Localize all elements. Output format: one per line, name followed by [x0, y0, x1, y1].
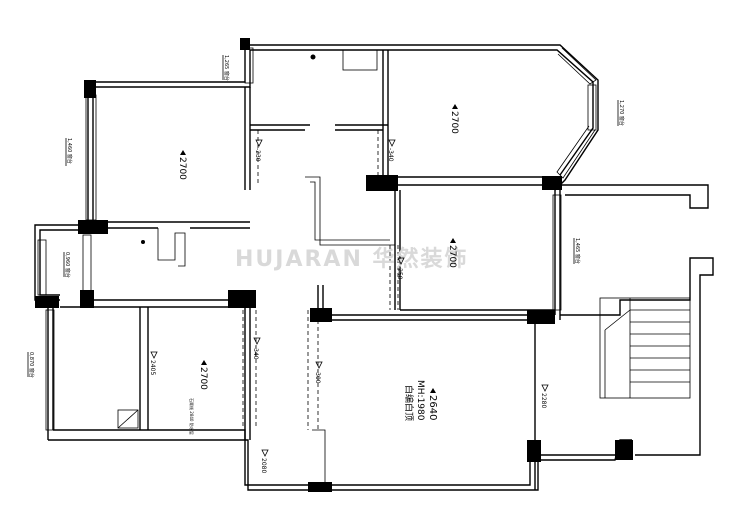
beam-mark-6: 2405 [149, 360, 156, 375]
window-mark-bottom-left: 0,870 窗台 [28, 352, 35, 378]
watermark: HUJARAN 华然装饰 [235, 246, 469, 272]
beam-mark-8: 2080 [260, 458, 267, 473]
ceiling-height-middle-right: 2700 [447, 245, 457, 268]
window-mark-top: 1,265 窗台 [223, 55, 230, 81]
beam-mark-2: -340 [387, 148, 394, 162]
ceiling-height-top-right: 2700 [449, 111, 459, 134]
stairs [599, 297, 691, 399]
window-mark-right-mid: 1,465 窗台 [574, 238, 581, 264]
ceiling-height-bottom-left: 2700 [198, 367, 208, 390]
level-marker-icon [452, 104, 458, 109]
level-marker-icon [201, 360, 207, 365]
level-marker-icon [450, 238, 456, 243]
ceiling-height-top-left: 2700 [177, 157, 187, 180]
beam-lines [242, 130, 399, 430]
small-note: 石膏线 2840 防水层 [189, 398, 195, 435]
living-ceiling-note: 白编白顶 [403, 385, 415, 421]
beam-marks: -230 -340 -250 -340 -300 2405 2280 2080 [149, 139, 549, 473]
window-mark-small: 0,960 窗台 [64, 252, 71, 278]
beam-mark-3: -250 [396, 266, 403, 280]
columns [35, 38, 633, 492]
window-marks: 1,265 窗台 1,460 窗台 0,960 窗台 0,870 窗台 1,27… [27, 55, 625, 435]
living-height-mark: MH:1980 [415, 380, 425, 421]
level-marker-icon [430, 388, 436, 393]
beam-mark-7: 2280 [540, 393, 547, 408]
level-marker-icon [180, 150, 186, 155]
beam-mark-5: -300 [314, 370, 321, 384]
fixtures [117, 54, 316, 429]
ceiling-height-living: 2640 [427, 395, 438, 420]
beam-mark-1: -230 [254, 148, 261, 162]
interior-walls [60, 49, 555, 485]
window-mark-left: 1,460 窗台 [66, 138, 73, 164]
beam-mark-4: -340 [252, 346, 259, 360]
ceiling-height-labels: 2700 2700 2700 2700 2640 MH:1980 白编白顶 [177, 104, 459, 421]
window-mark-right-top: 1,270 窗台 [618, 100, 625, 126]
